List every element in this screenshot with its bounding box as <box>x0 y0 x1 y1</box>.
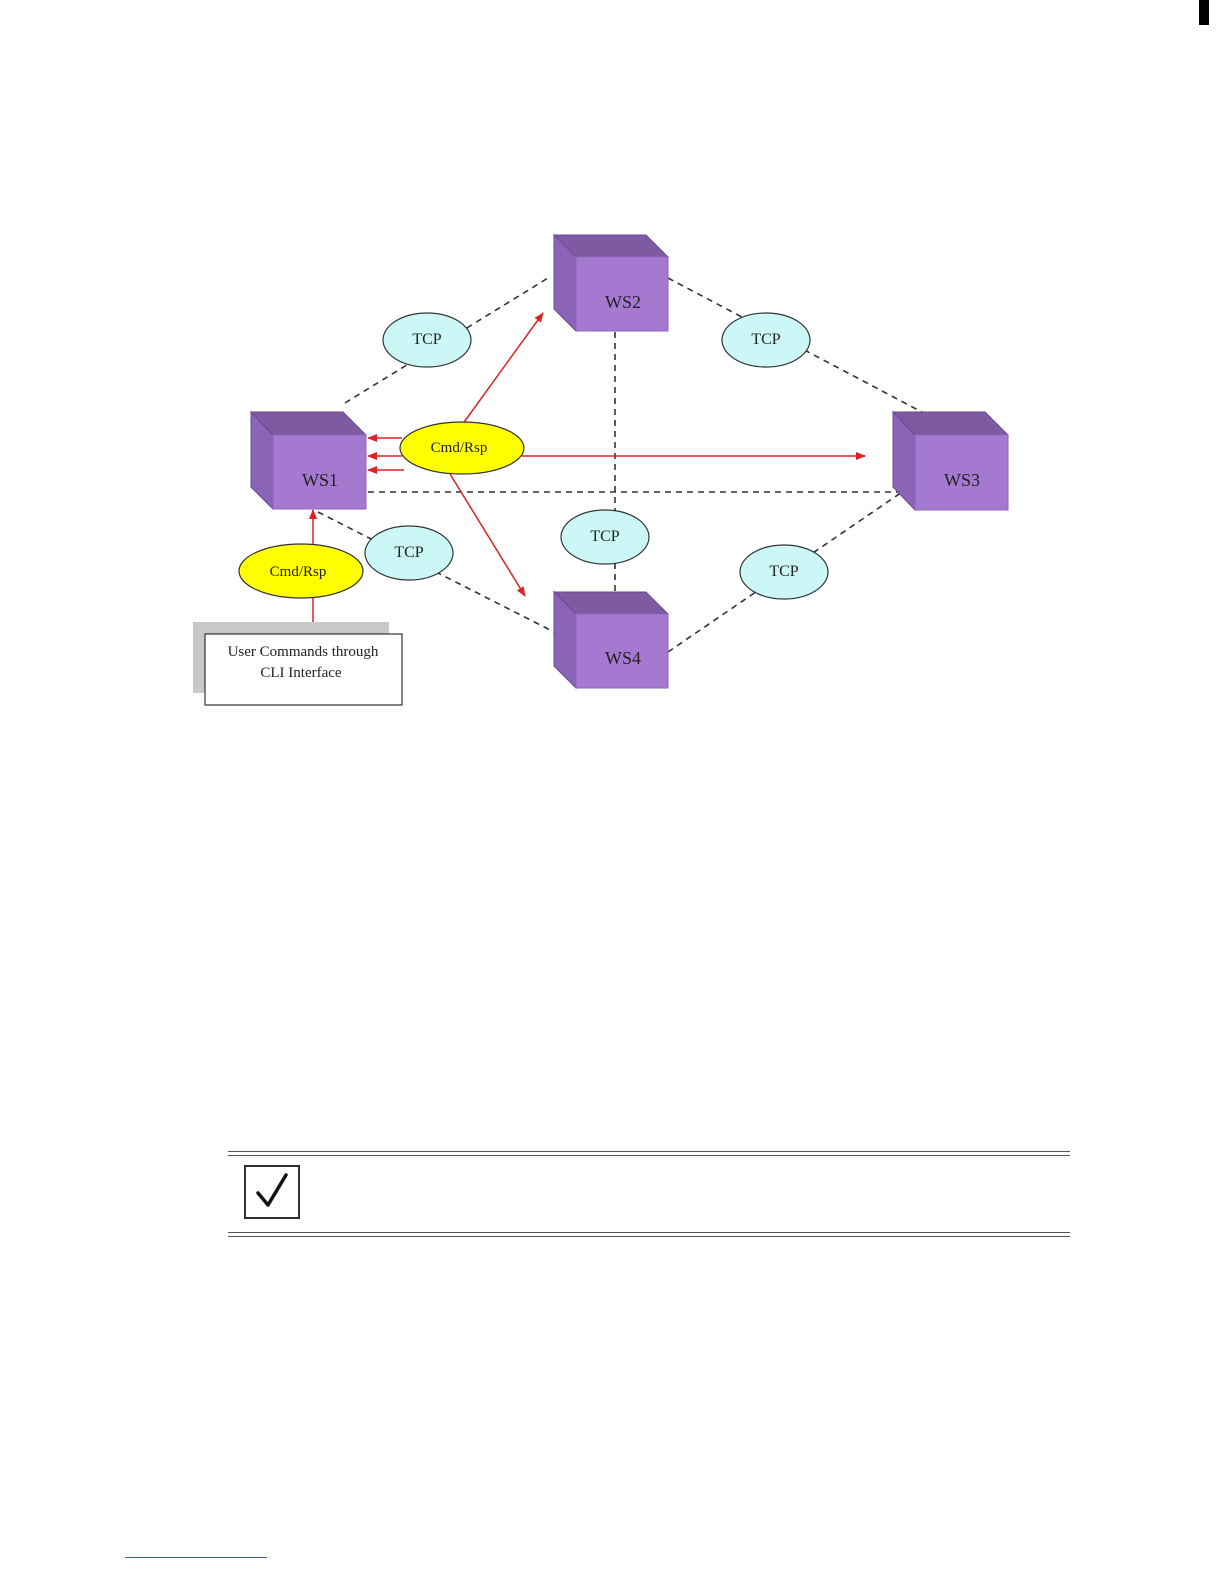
note-top-rule-inner <box>228 1155 1070 1156</box>
svg-text:TCP: TCP <box>412 331 441 348</box>
ws2-label: WS2 <box>605 292 641 312</box>
arrow-to-ws2 <box>462 313 543 425</box>
cli-box-line1: User Commands through <box>228 644 379 660</box>
ws3-node: WS3 <box>893 412 1008 510</box>
cli-interface-box: User Commands through CLI Interface <box>193 622 402 705</box>
ws1-node: WS1 <box>251 412 366 509</box>
cmd-rsp-bubble-cli: Cmd/Rsp <box>239 544 363 598</box>
svg-text:Cmd/Rsp: Cmd/Rsp <box>431 440 488 456</box>
tcp-bubble-3: TCP <box>561 510 649 564</box>
ws4-node: WS4 <box>554 592 668 688</box>
tcp-bubble-4: TCP <box>365 526 453 580</box>
svg-text:TCP: TCP <box>751 331 780 348</box>
ws1-label: WS1 <box>302 470 338 490</box>
ws3-label: WS3 <box>944 470 980 490</box>
footer-link-underline <box>125 1557 267 1558</box>
cli-box-line2: CLI Interface <box>260 665 342 681</box>
tcp-bubble-5: TCP <box>740 545 828 599</box>
cmd-rsp-bubble-center: Cmd/Rsp <box>400 422 524 474</box>
ws4-label: WS4 <box>605 648 641 668</box>
tcp-bubble-1: TCP <box>383 313 471 367</box>
svg-text:Cmd/Rsp: Cmd/Rsp <box>270 564 327 580</box>
tcp-bubble-2: TCP <box>722 313 810 367</box>
checkmark-icon <box>244 1165 300 1219</box>
cluster-topology-diagram: WS2 WS1 WS3 WS4 TCP TCP <box>0 0 1224 760</box>
svg-text:TCP: TCP <box>590 528 619 545</box>
note-bottom-rule-inner <box>228 1236 1070 1237</box>
svg-text:TCP: TCP <box>394 544 423 561</box>
note-top-rule <box>228 1151 1070 1152</box>
ws2-node: WS2 <box>554 235 668 331</box>
note-bottom-rule <box>228 1232 1070 1233</box>
svg-text:TCP: TCP <box>769 563 798 580</box>
